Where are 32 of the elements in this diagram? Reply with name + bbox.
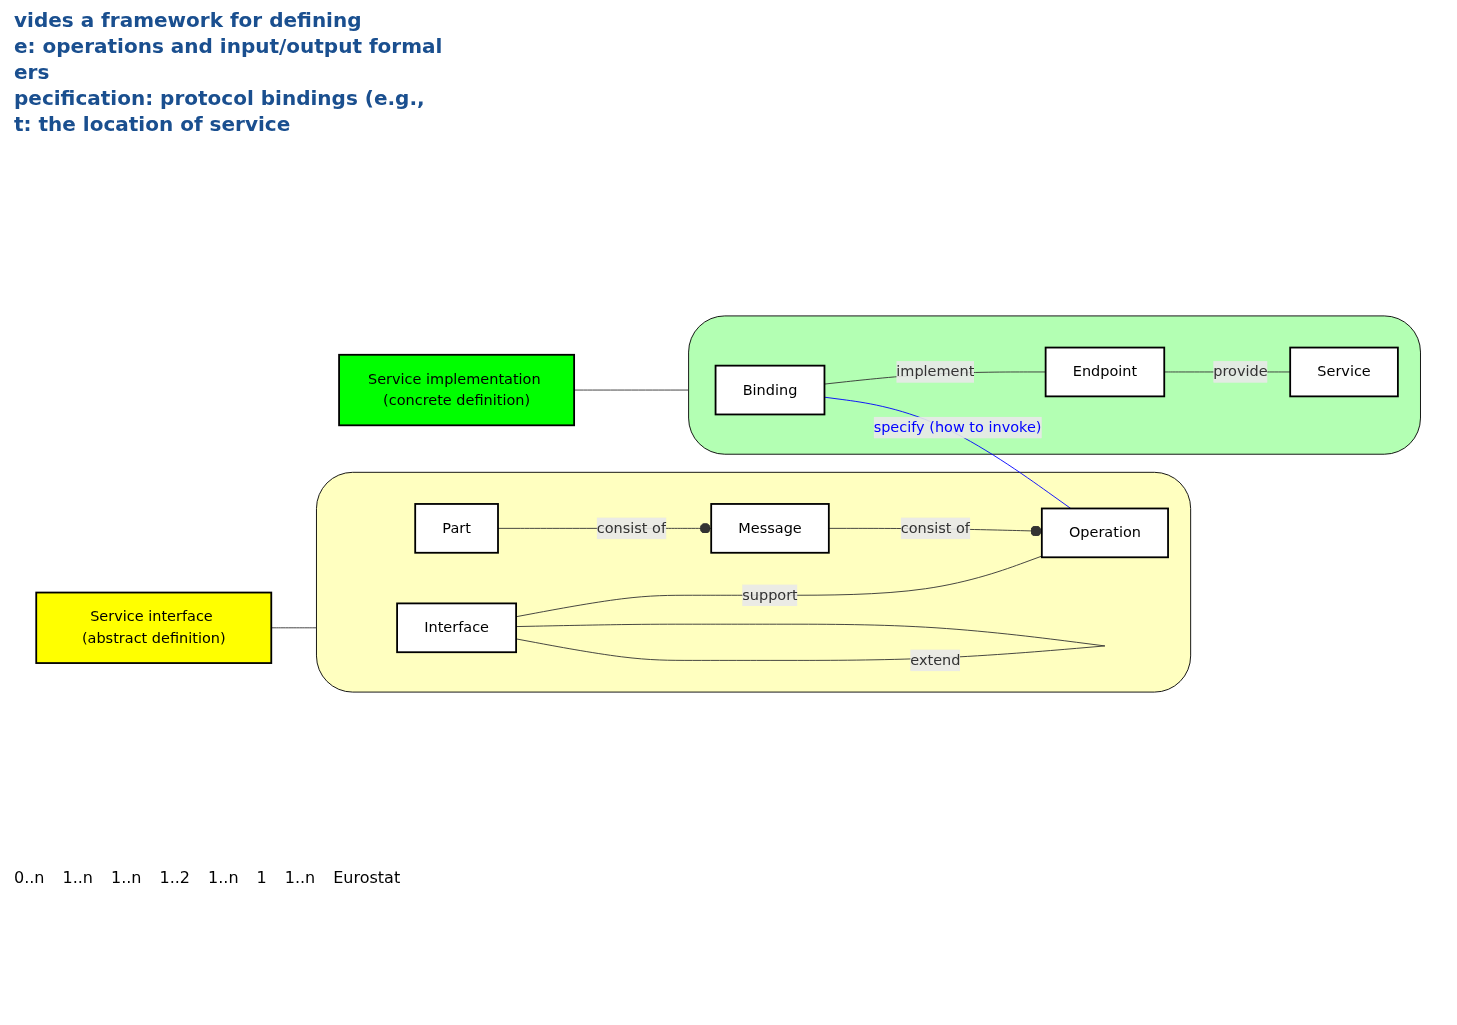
note-label: 1..n xyxy=(208,868,239,887)
node-box: Binding xyxy=(714,364,826,416)
node-box: Service xyxy=(1289,346,1399,398)
edge-label: implement xyxy=(896,362,975,381)
note-label: 0..n xyxy=(14,868,45,887)
node-box: Service implementation (concrete definition) xyxy=(338,353,576,427)
note-label: 1..n xyxy=(62,868,93,887)
note-label: Eurostat xyxy=(333,868,401,887)
edge-label: consist of xyxy=(596,519,667,537)
edge-label: support xyxy=(742,586,798,604)
node-box: Endpoint xyxy=(1044,346,1166,398)
slide-text: t: the location of service xyxy=(14,112,292,136)
note-label: 1..2 xyxy=(159,868,191,887)
node-box: Service interface (abstract definition) xyxy=(35,591,273,664)
connector xyxy=(824,396,1072,509)
node-box: Operation xyxy=(1041,507,1170,559)
note-label: 1..n xyxy=(284,868,316,887)
note-label: 1..n xyxy=(111,868,142,887)
edge-label: extend xyxy=(910,651,961,669)
node-box: Message xyxy=(710,503,830,554)
node-box: Part xyxy=(414,503,500,554)
slide-text: e: operations and input/output formal xyxy=(14,34,444,58)
edge-label: specify (how to invoke) xyxy=(873,418,1042,436)
node-box: Interface xyxy=(396,602,518,654)
cluster xyxy=(316,471,1192,693)
slide-text: vides a framework for defining xyxy=(14,8,363,32)
edge-label: consist of xyxy=(900,519,971,537)
cluster xyxy=(688,315,1422,455)
edge-label: provide xyxy=(1213,362,1268,381)
slide-text: pecification: protocol bindings (e.g., xyxy=(14,86,426,110)
note-label: 1 xyxy=(256,868,267,887)
slide-text: ers xyxy=(14,60,51,84)
